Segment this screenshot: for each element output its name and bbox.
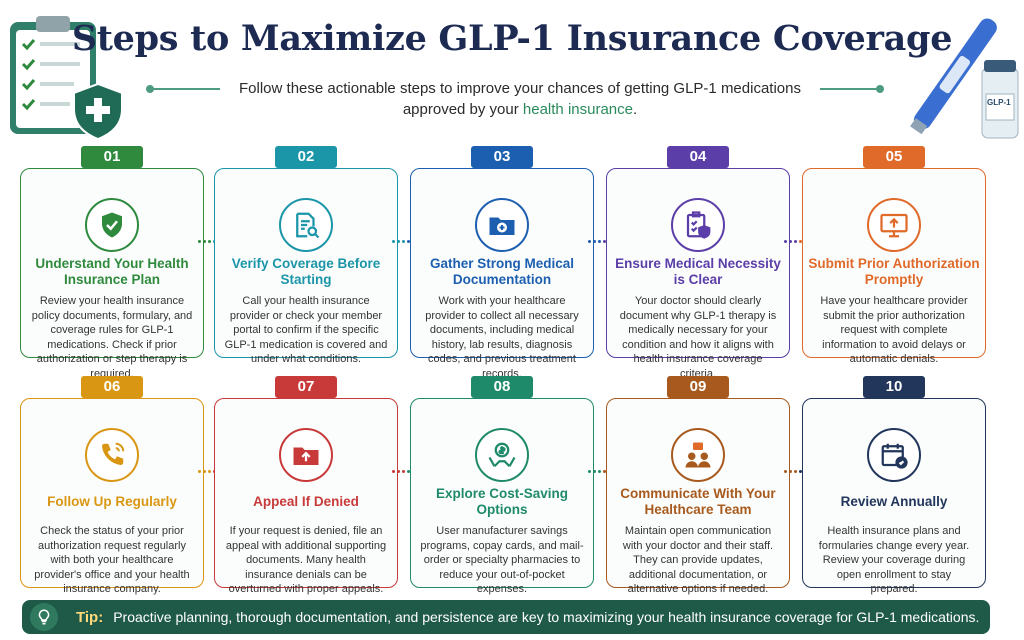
phone-icon	[85, 428, 139, 482]
folder-upload-icon	[279, 428, 333, 482]
step-description: If your request is denied, file an appea…	[225, 525, 387, 595]
step-number-badge: 05	[863, 146, 925, 168]
step-description: Maintain open communication with your do…	[622, 525, 774, 595]
subtitle-line-2: approved by your health insurance.	[230, 99, 810, 120]
step-heading: Submit Prior Authorization Promptly	[808, 256, 980, 287]
subtitle-period: .	[632, 101, 638, 118]
calendar-check-icon	[867, 428, 921, 482]
subtitle-line-1: Follow these actionable steps to improve…	[239, 80, 801, 97]
page-subtitle: Follow these actionable steps to improve…	[230, 78, 810, 120]
dollar-hands-icon	[475, 428, 529, 482]
step-heading: Ensure Medical Necessity is Clear	[615, 256, 781, 287]
step-number-badge: 02	[275, 146, 337, 168]
step-number-badge: 03	[471, 146, 533, 168]
step-heading: Explore Cost-Saving Options	[435, 486, 569, 517]
step-description: Your doctor should clearly document why …	[619, 295, 777, 380]
step-heading: Review Annually	[840, 494, 948, 509]
step-description: Review your health insurance policy docu…	[31, 295, 193, 380]
step-description: Check the status of your prior authoriza…	[34, 525, 190, 595]
step-number-badge: 10	[863, 376, 925, 398]
document-search-icon	[279, 198, 333, 252]
step-description: Work with your healthcare provider to co…	[425, 295, 579, 380]
injection-pen-vial-illustration	[910, 18, 1019, 139]
tip-text: Proactive planning, thorough documentati…	[113, 609, 980, 625]
step-number-badge: 09	[667, 376, 729, 398]
step-description: User manufacturer savings programs, copa…	[420, 525, 584, 595]
step-heading: Follow Up Regularly	[47, 494, 177, 509]
subtitle-dot-right	[876, 85, 884, 93]
shield-check-icon	[85, 198, 139, 252]
subtitle-divider-left	[150, 88, 220, 90]
clipboard-shield-illustration	[10, 16, 123, 141]
subtitle-divider-right	[820, 88, 880, 90]
medical-folder-icon	[475, 198, 529, 252]
step-heading: Understand Your Health Insurance Plan	[35, 256, 189, 287]
step-number-badge: 07	[275, 376, 337, 398]
step-number-badge: 04	[667, 146, 729, 168]
step-heading: Verify Coverage Before Starting	[231, 256, 381, 287]
step-heading: Appeal If Denied	[253, 494, 359, 509]
team-chat-icon	[671, 428, 725, 482]
tip-label: Tip:	[76, 608, 104, 626]
step-heading: Communicate With Your Healthcare Team	[620, 486, 776, 517]
step-number-badge: 06	[81, 376, 143, 398]
step-description: Have your healthcare provider submit the…	[820, 295, 968, 365]
tip-bar: Tip: Proactive planning, thorough docume…	[22, 600, 990, 634]
step-description: Health insurance plans and formularies c…	[818, 525, 970, 595]
health-insurance-highlight: health insurance	[522, 101, 633, 118]
subtitle-text: approved by your	[402, 101, 523, 118]
lightbulb-icon	[30, 603, 58, 631]
vial-label: GLP-1	[987, 98, 1011, 107]
step-number-badge: 01	[81, 146, 143, 168]
step-description: Call your health insurance provider or c…	[224, 295, 388, 365]
monitor-upload-icon	[867, 198, 921, 252]
step-heading: Gather Strong Medical Documentation	[429, 256, 575, 287]
step-number-badge: 08	[471, 376, 533, 398]
clipboard-shield-icon	[671, 198, 725, 252]
page-title: Steps to Maximize GLP-1 Insurance Covera…	[71, 18, 953, 59]
subtitle-dot-left	[146, 85, 154, 93]
